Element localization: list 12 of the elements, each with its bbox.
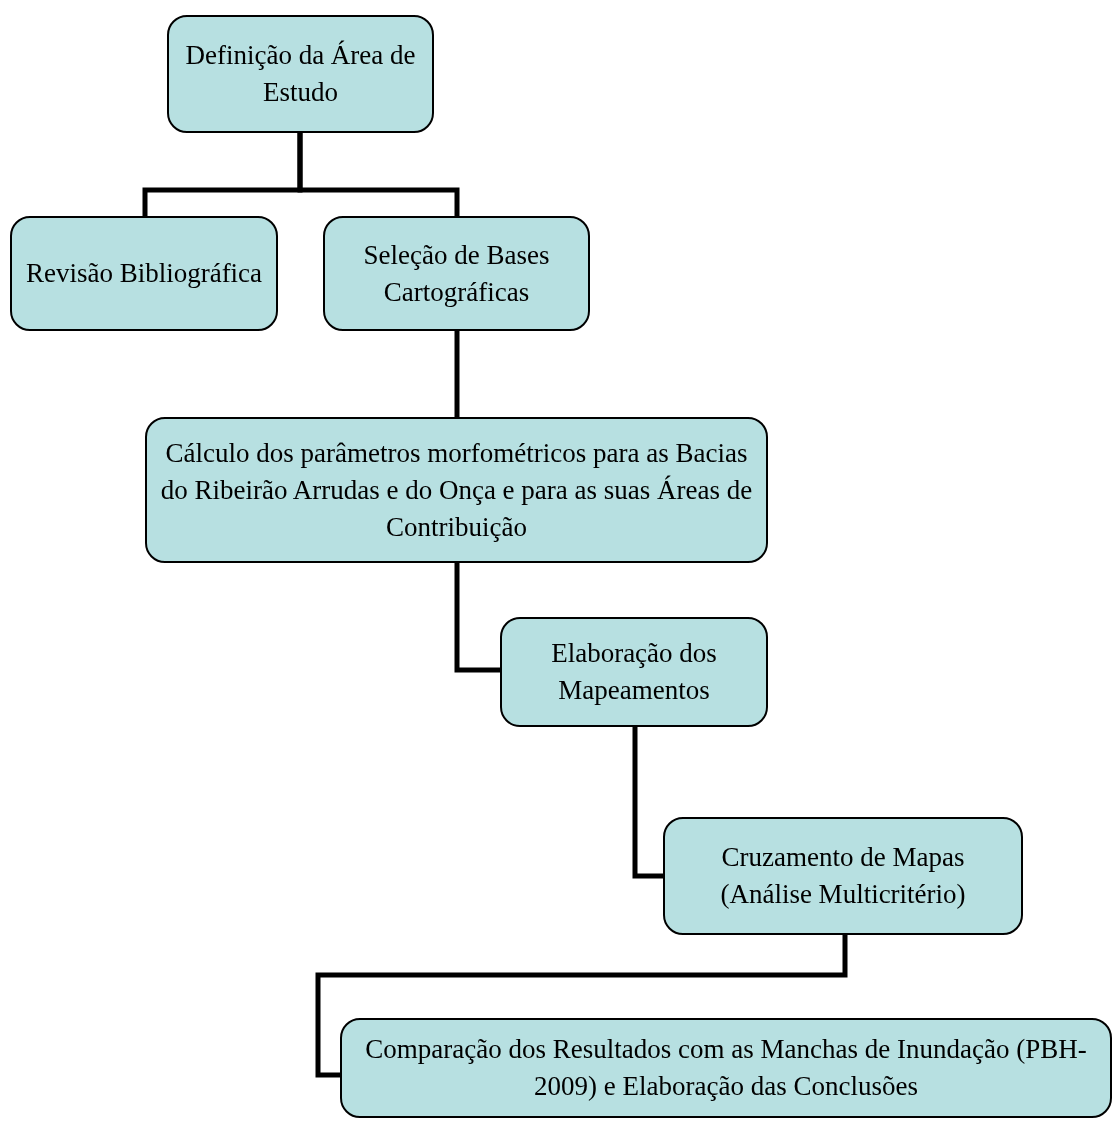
process-box: Cruzamento de Mapas (Análise Multicritério): [663, 817, 1023, 935]
process-box: Seleção de Bases Cartográficas: [323, 216, 590, 331]
connector-line: [454, 563, 500, 673]
connector-line: [297, 133, 460, 216]
process-box: Comparação dos Resultados com as Manchas de Inundação (PBH-2009) e Elaboração das Conclusões: [340, 1018, 1112, 1118]
process-box: Elaboração dos Mapeamentos: [500, 617, 768, 727]
connector-line: [315, 935, 848, 1078]
connector-line: [454, 331, 460, 417]
process-box: Definição da Área de Estudo: [167, 15, 434, 133]
connector-line: [632, 727, 663, 879]
process-box: Revisão Bibliográfica: [10, 216, 278, 331]
process-box: Cálculo dos parâmetros morfométricos para as Bacias do Ribeirão Arrudas e do Onça e para as suas Áreas de Contribuição: [145, 417, 768, 563]
